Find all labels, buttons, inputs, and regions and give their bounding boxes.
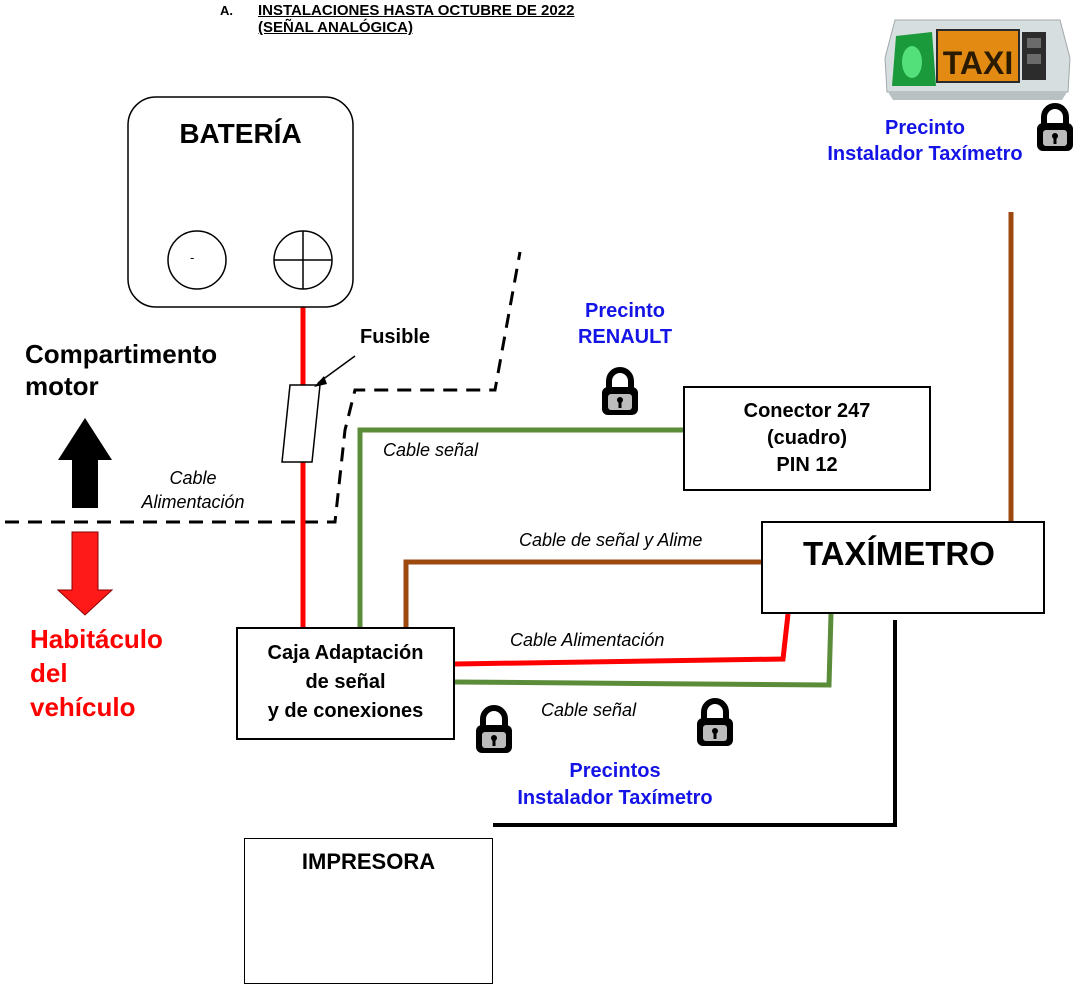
installer-seal-top-label: Precinto Instalador Taxímetro — [820, 115, 1030, 167]
cabin-label-line3: vehículo — [30, 692, 136, 722]
engine-compartment-label: Compartimento motor — [25, 338, 217, 402]
installer-seals-bottom-label: Precintos Instalador Taxímetro — [480, 758, 750, 812]
printer-box: IMPRESORA — [244, 838, 493, 984]
section-heading: A. INSTALACIONES HASTA OCTUBRE DE 2022 (S… — [220, 2, 740, 36]
installer-seals-bottom-line1: Precintos — [569, 760, 661, 782]
padlock-icon — [602, 367, 638, 415]
signal-cable-label-top: Cable señal — [383, 440, 479, 460]
signal-cable-label-bottom: Cable señal — [541, 700, 637, 720]
power-wire-box-taximeter — [454, 613, 791, 667]
engine-arrow-up-icon — [58, 418, 112, 508]
cabin-arrow-down-icon — [56, 531, 114, 616]
adapter-line1: Caja Adaptación — [267, 642, 424, 664]
connector-line1: Conector 247 — [743, 400, 871, 422]
installer-seal-top-line2: Instalador Taxímetro — [827, 143, 1023, 165]
installer-seals-bottom-line2: Instalador Taxímetro — [517, 787, 713, 809]
renault-seal-label: Precinto RENAULT — [555, 298, 695, 350]
taxi-roof-light-icon — [884, 19, 1071, 100]
cabin-label: Habitáculo del vehículo — [30, 622, 163, 724]
fuse-label: Fusible — [360, 326, 431, 348]
taxi-sign-text: TAXI — [943, 45, 1014, 81]
power-cable-label-bottom: Cable Alimentación — [510, 630, 665, 650]
battery-negative-terminal — [167, 230, 227, 290]
battery-title: BATERÍA — [179, 118, 302, 149]
adapter-line2: de señal — [305, 671, 386, 693]
installer-seal-top-line1: Precinto — [884, 117, 966, 139]
signal-wire-connector-box — [357, 427, 683, 628]
cabin-label-line1: Habitáculo — [30, 624, 163, 654]
signal-wire-box-taximeter — [454, 613, 834, 688]
heading-line1: INSTALACIONES HASTA OCTUBRE DE 2022 — [258, 2, 575, 19]
engine-label-line1: Compartimento — [25, 339, 218, 369]
connector-line3: PIN 12 — [776, 454, 838, 476]
battery-minus-symbol: - — [190, 250, 195, 265]
padlock-icon — [697, 698, 733, 746]
fuse-body — [281, 384, 321, 463]
heading-line2: (SEÑAL ANALÓGICA) — [258, 19, 413, 36]
taximeter-box: TAXÍMETRO — [761, 521, 1045, 614]
compartment-boundary-line — [5, 251, 522, 524]
connector-247-box: Conector 247 (cuadro) PIN 12 — [683, 386, 931, 491]
power-cable-label-line1: Cable — [169, 468, 217, 488]
renault-seal-line1: Precinto — [584, 300, 666, 322]
cabin-label-line2: del — [30, 658, 68, 688]
signal-power-cable-label: Cable de señal y Alime — [519, 530, 703, 550]
fuse-arrow-head — [314, 376, 327, 387]
signal-power-wire-box-taximeter — [403, 559, 761, 628]
adapter-line3: y de conexiones — [267, 700, 424, 722]
engine-label-line2: motor — [25, 371, 99, 401]
printer-cable — [493, 620, 897, 827]
power-cable-label-line2: Alimentación — [141, 492, 245, 512]
adapter-box: Caja Adaptación de señal y de conexiones — [236, 627, 455, 740]
renault-seal-line2: RENAULT — [577, 326, 673, 348]
printer-label: IMPRESORA — [301, 849, 436, 874]
heading-number: A. — [220, 3, 233, 18]
padlock-icon — [476, 705, 512, 753]
power-cable-label: Cable Alimentación — [128, 466, 258, 514]
connector-line2: (cuadro) — [767, 427, 847, 449]
padlock-icon — [1037, 103, 1073, 151]
